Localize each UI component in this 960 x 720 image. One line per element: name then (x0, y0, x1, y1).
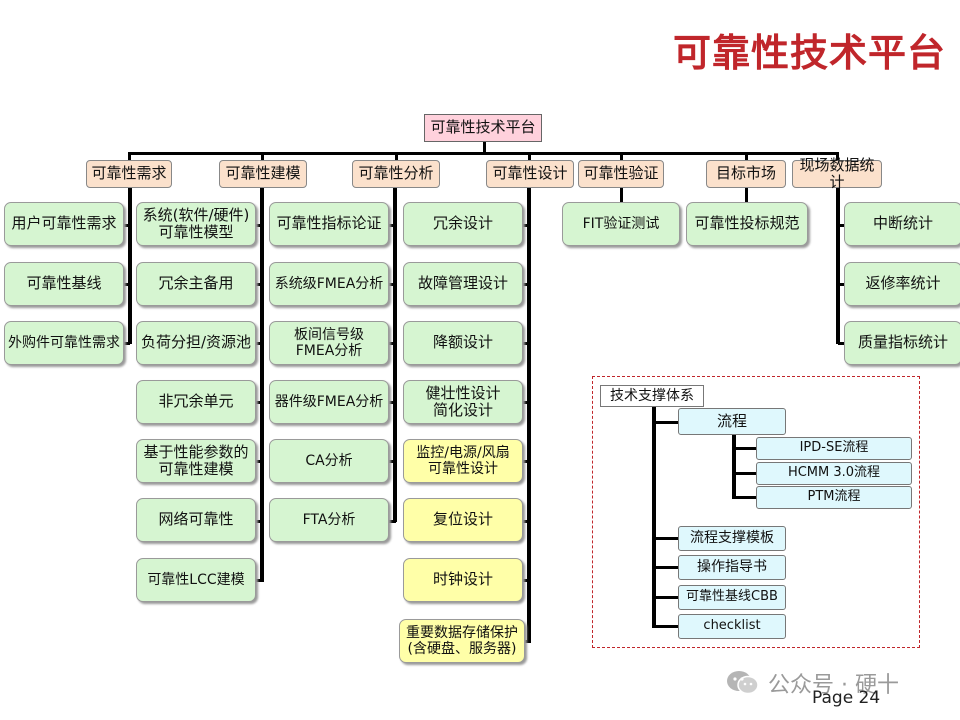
category-reliability-verification: 可靠性验证 (578, 160, 664, 188)
analysis-item: FTA分析 (269, 498, 389, 542)
category-reliability-analysis: 可靠性分析 (352, 160, 440, 188)
modeling-item: 冗余主备用 (136, 262, 256, 306)
modeling-item: 可靠性LCC建模 (136, 558, 256, 602)
page-title: 可靠性技术平台 (672, 31, 946, 75)
support-system-panel (592, 376, 920, 648)
design-item: 健壮性设计 简化设计 (403, 380, 523, 424)
support-sub-process: HCMM 3.0流程 (756, 462, 912, 485)
analysis-item: 板间信号级 FMEA分析 (269, 321, 389, 365)
design-item-highlight: 复位设计 (403, 498, 523, 542)
category-reliability-modeling: 可靠性建模 (219, 160, 307, 188)
page-number: Page 24 (812, 688, 881, 708)
design-item: 降额设计 (403, 321, 523, 365)
market-item: 可靠性投标规范 (686, 202, 808, 246)
support-system-head: 技术支撑体系 (600, 385, 704, 407)
design-item-highlight: 重要数据存储保护 (含硬盘、服务器) (399, 619, 525, 663)
watermark-text: 公众号 · 硬十 (768, 673, 899, 698)
needs-item: 外购件可靠性需求 (4, 321, 124, 365)
category-target-market: 目标市场 (706, 160, 786, 188)
category-reliability-design: 可靠性设计 (486, 160, 574, 188)
design-item-highlight: 时钟设计 (403, 558, 523, 602)
analysis-item: CA分析 (269, 439, 389, 483)
support-item: 流程支撑模板 (678, 526, 786, 551)
support-sub-process: PTM流程 (756, 486, 912, 509)
support-process: 流程 (678, 408, 786, 435)
analysis-item: 器件级FMEA分析 (269, 380, 389, 424)
design-item-highlight: 监控/电源/风扇 可靠性设计 (403, 439, 523, 483)
design-item: 冗余设计 (403, 202, 523, 246)
needs-item: 用户可靠性需求 (4, 202, 124, 246)
support-item: 可靠性基线CBB (678, 585, 786, 610)
analysis-item: 可靠性指标论证 (269, 202, 389, 246)
field-item: 质量指标统计 (844, 321, 960, 365)
modeling-item: 网络可靠性 (136, 498, 256, 542)
modeling-item: 系统(软件/硬件) 可靠性模型 (136, 202, 256, 246)
analysis-item: 系统级FMEA分析 (269, 262, 389, 306)
modeling-item: 负荷分担/资源池 (136, 321, 256, 365)
support-sub-process: IPD-SE流程 (756, 437, 912, 460)
field-item: 中断统计 (844, 202, 960, 246)
modeling-item: 非冗余单元 (136, 380, 256, 424)
support-item: 操作指导书 (678, 555, 786, 580)
field-item: 返修率统计 (844, 262, 960, 306)
needs-item: 可靠性基线 (4, 262, 124, 306)
watermark: 公众号 · 硬十 (726, 667, 899, 699)
category-field-data-statistics: 现场数据统计 (792, 156, 882, 191)
support-item: checklist (678, 614, 786, 639)
chat-bubble-icon (727, 671, 759, 695)
verification-item: FIT验证测试 (562, 202, 680, 246)
root-node: 可靠性技术平台 (424, 114, 542, 142)
modeling-item: 基于性能参数的 可靠性建模 (136, 439, 256, 483)
category-reliability-requirements: 可靠性需求 (86, 160, 172, 188)
design-item: 故障管理设计 (403, 262, 523, 306)
